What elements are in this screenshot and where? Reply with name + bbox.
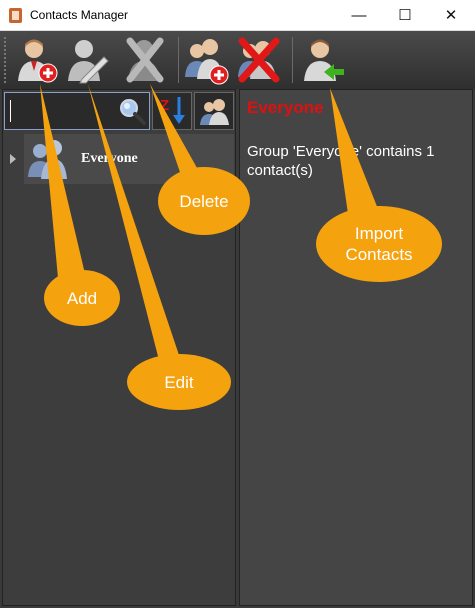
maximize-button[interactable]: ☐ — [398, 7, 412, 24]
add-pointer — [40, 84, 86, 278]
delete-group-button[interactable] — [236, 35, 282, 85]
add-group-button[interactable] — [183, 35, 229, 85]
expand-arrow-icon[interactable] — [10, 154, 16, 164]
edit-contact-button[interactable] — [64, 35, 110, 85]
sort-button[interactable]: Z — [152, 92, 192, 130]
add-callout: Add — [44, 270, 120, 326]
add-contact-button[interactable] — [14, 35, 60, 85]
user-delete-icon — [126, 37, 164, 83]
edit-callout: Edit — [127, 354, 231, 410]
import-pointer — [330, 88, 380, 214]
app-icon — [9, 8, 22, 23]
window-title: Contacts Manager — [30, 8, 129, 22]
svg-text:Z: Z — [160, 97, 169, 114]
delete-contact-button[interactable] — [124, 35, 170, 85]
search-icon[interactable] — [117, 96, 147, 126]
toolbar-separator — [178, 37, 179, 83]
title-bar: Contacts Manager — ☐ ✕ — [0, 0, 475, 31]
import-callout: Import Contacts — [316, 206, 442, 282]
toolbar-separator — [292, 37, 293, 83]
sort-z-a-icon: Z — [160, 97, 185, 124]
import-callout-label: Import Contacts — [345, 224, 413, 264]
user-add-icon — [18, 39, 58, 83]
group-view-button[interactable] — [194, 92, 234, 130]
user-edit-icon — [68, 40, 109, 84]
import-contacts-button[interactable] — [300, 35, 346, 85]
delete-callout: Delete — [158, 167, 250, 235]
group-title: Everyone — [247, 98, 324, 117]
text-cursor — [10, 100, 11, 122]
minimize-button[interactable]: — — [351, 7, 367, 24]
edit-pointer — [88, 84, 182, 364]
group-icon — [200, 99, 229, 125]
group-delete-icon — [238, 37, 280, 83]
toolbar-grip[interactable] — [4, 37, 8, 83]
user-import-icon — [304, 39, 344, 81]
delete-pointer — [150, 84, 206, 184]
close-button[interactable]: ✕ — [444, 7, 458, 24]
group-add-icon — [185, 39, 229, 85]
toolbar — [0, 31, 475, 89]
